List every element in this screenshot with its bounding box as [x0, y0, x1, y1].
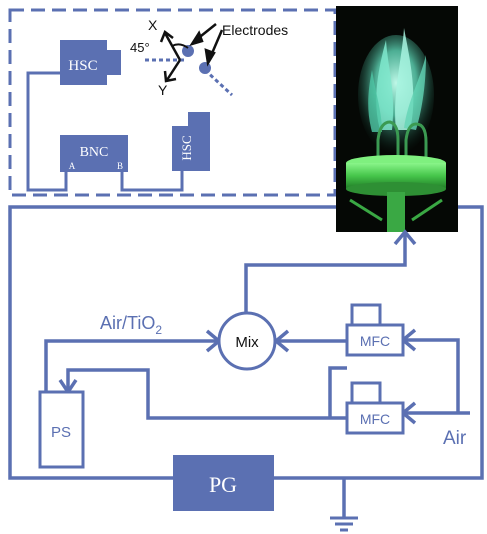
bnc-port-a: A — [69, 161, 76, 171]
flame-photo — [336, 6, 458, 232]
axis-y-label: Y — [158, 82, 168, 98]
electrode-2 — [199, 62, 211, 74]
inset-wire-bnc-to-hsc-right — [120, 165, 184, 192]
mfc-top: MFC — [345, 303, 405, 357]
wire-air-to-mfc-top — [403, 338, 460, 413]
hsc-right-label: HSC — [179, 135, 194, 160]
electrode-pointer-arrows — [189, 23, 224, 67]
air-tio2-label: Air/TiO2 — [100, 313, 162, 337]
wire-ps-to-mix — [44, 339, 218, 392]
mfc-top-label: MFC — [360, 333, 390, 349]
wire-mfc-bottom-to-ps — [66, 368, 347, 420]
hsc-top-label: HSC — [68, 58, 97, 74]
wire-mix-to-burner — [244, 232, 407, 312]
air-label: Air — [443, 428, 467, 449]
axis-x-label: X — [148, 17, 158, 33]
electrode-1 — [182, 45, 194, 57]
ps-box: PS — [38, 390, 85, 469]
mfc-bottom: MFC — [345, 381, 405, 435]
inset-panel: HSC BNC A B HSC — [8, 8, 337, 197]
hsc-top: HSC — [60, 40, 121, 85]
bnc-box: BNC A B — [60, 135, 128, 172]
bnc-port-b: B — [117, 161, 123, 171]
mfc-bottom-label: MFC — [360, 411, 390, 427]
wire-outer-right-to-pg — [274, 205, 484, 480]
mix-label: Mix — [235, 334, 259, 351]
ps-label: PS — [51, 424, 71, 441]
hsc-right: HSC — [172, 112, 210, 171]
wire-mfc-bottom-branch — [328, 366, 347, 418]
angle-label: 45° — [130, 40, 150, 55]
wire-outer-left-to-pg — [8, 205, 336, 480]
arrow-into-burner — [393, 229, 417, 246]
inset-wire-hsc-top-to-bnc — [26, 71, 68, 192]
bnc-label: BNC — [80, 145, 109, 160]
ground-icon — [330, 516, 358, 532]
mix-node: Mix — [217, 311, 277, 371]
electrode-geometry: X Y 45° Electrodes — [130, 17, 288, 98]
pg-label: PG — [209, 472, 237, 497]
electrodes-label: Electrodes — [222, 22, 288, 38]
inset-dashed-border — [8, 8, 337, 197]
pg-box: PG — [173, 455, 274, 511]
axes-arrows — [159, 30, 189, 83]
